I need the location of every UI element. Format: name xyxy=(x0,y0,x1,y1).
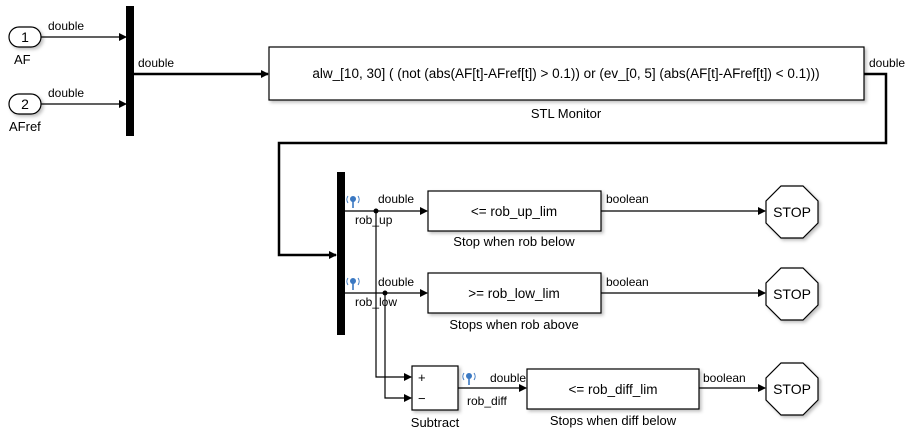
compare-1-output-signal-type: boolean xyxy=(606,192,649,206)
compare-block-rob-low[interactable] xyxy=(427,272,602,314)
compare-rob-up-name: Stop when rob below xyxy=(453,234,575,249)
inport-1-signal-type: double xyxy=(48,19,84,33)
stl-monitor-name: STL Monitor xyxy=(531,106,602,121)
inport-1[interactable]: 1 xyxy=(8,26,42,48)
rob-low-name: rob_low xyxy=(355,295,397,309)
compare-rob-low-name: Stops when rob above xyxy=(449,317,578,332)
compare-block-rob-up[interactable] xyxy=(427,190,602,232)
antenna-testpoint-icon xyxy=(462,372,476,385)
compare-rob-low-label: >= rob_low_lim xyxy=(468,286,560,301)
stop-block-2[interactable]: STOP xyxy=(765,267,819,321)
compare-block-rob-diff[interactable] xyxy=(526,368,700,410)
compare-rob-diff-name: Stops when diff below xyxy=(550,413,677,428)
mux-output-signal-type: double xyxy=(138,56,174,70)
signal-stl-to-demux[interactable] xyxy=(277,72,888,259)
antenna-testpoint-icon xyxy=(346,277,360,290)
stop-2-label: STOP xyxy=(773,286,811,302)
signal-rob-up-to-subtract[interactable] xyxy=(375,211,412,381)
rob-up-signal-type: double xyxy=(378,192,414,206)
subtract-plus-sign: + xyxy=(418,370,426,385)
inport-2[interactable]: 2 xyxy=(8,93,42,115)
inport-2-number: 2 xyxy=(21,96,29,112)
stl-output-signal-type: double xyxy=(869,56,905,70)
rob-diff-signal-type: double xyxy=(490,371,526,385)
stop-block-1[interactable]: STOP xyxy=(765,185,819,239)
subtract-minus-sign: − xyxy=(418,391,426,406)
antenna-testpoint-icon xyxy=(346,195,360,208)
compare-2-output-signal-type: boolean xyxy=(606,275,649,289)
stop-1-label: STOP xyxy=(773,204,811,220)
stl-formula: alw_[10, 30] ( (not (abs(AF[t]-AFref[t])… xyxy=(312,66,819,81)
rob-up-name: rob_up xyxy=(355,213,393,227)
compare-rob-diff-label: <= rob_diff_lim xyxy=(568,382,657,397)
demux-block[interactable] xyxy=(337,172,345,335)
inport-1-number: 1 xyxy=(21,29,29,45)
stop-3-label: STOP xyxy=(773,381,811,397)
inport-2-signal-type: double xyxy=(48,86,84,100)
mux-block[interactable] xyxy=(126,6,134,136)
subtract-block[interactable] xyxy=(411,365,459,411)
rob-diff-name: rob_diff xyxy=(467,394,507,408)
stop-block-3[interactable]: STOP xyxy=(765,362,819,416)
subtract-name: Subtract xyxy=(411,415,460,430)
inport-2-name: AFref xyxy=(9,119,41,134)
compare-rob-up-label: <= rob_up_lim xyxy=(471,204,557,219)
inport-1-name: AF xyxy=(14,52,31,67)
compare-3-output-signal-type: boolean xyxy=(703,371,746,385)
rob-low-signal-type: double xyxy=(378,275,414,289)
signal-rob-low-to-subtract[interactable] xyxy=(384,293,412,402)
